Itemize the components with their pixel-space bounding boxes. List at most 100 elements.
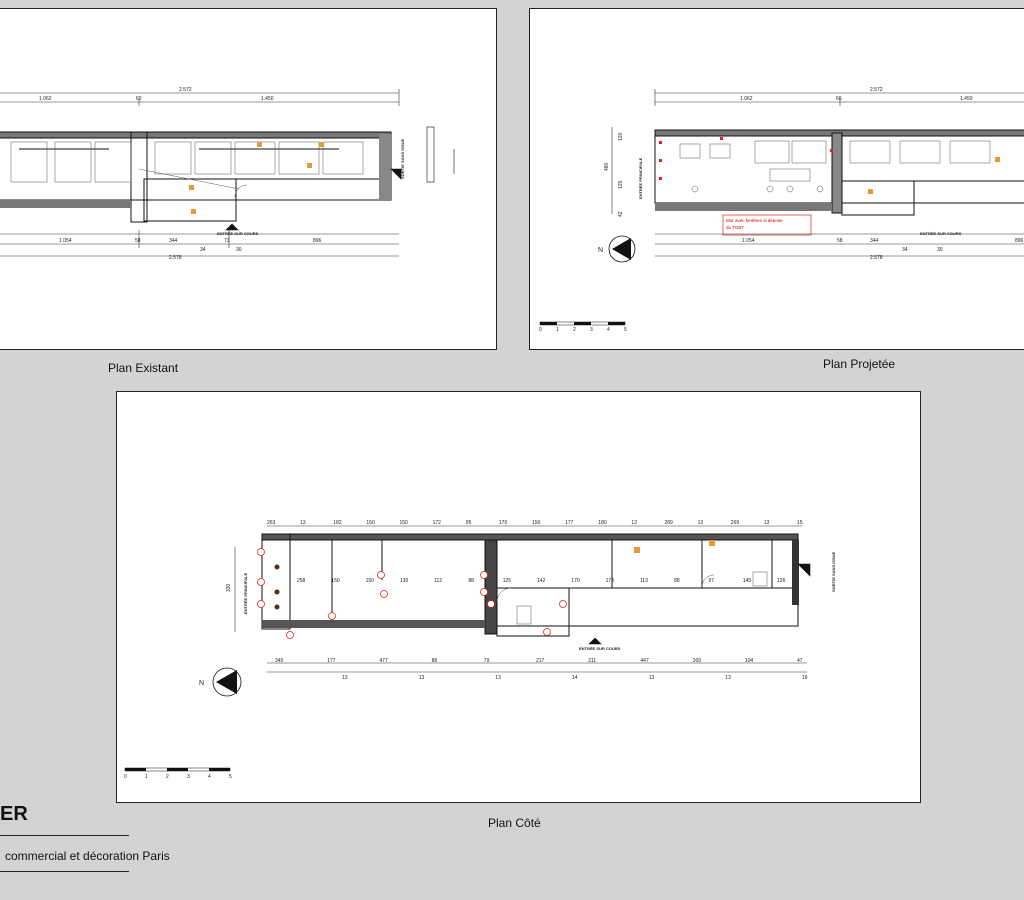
dim-top: 1.062 — [740, 96, 753, 102]
dim-label: 13 — [419, 675, 425, 681]
dim-label: 113 — [640, 578, 648, 584]
dim-label: 217 — [536, 658, 545, 664]
dim-label: 47 — [797, 658, 803, 664]
dim-label: 258 — [297, 578, 306, 584]
red-note-line: Mur avec fenêtres si dépose — [726, 218, 783, 223]
dim-label: 211 — [588, 658, 596, 664]
dim-total-top: 2.572 — [870, 87, 883, 93]
dim-label: 170 — [571, 578, 580, 584]
scale-tick: 0 — [539, 327, 542, 333]
north-label: N — [199, 680, 204, 687]
dim-side: 42 — [618, 211, 624, 217]
dim-top: 1.062 — [39, 96, 52, 102]
dim-bottom: 896 — [1015, 238, 1024, 244]
scale-tick: 5 — [624, 327, 627, 333]
dim-label: 13 — [300, 520, 306, 526]
dim-label: 177 — [327, 658, 336, 664]
dim-bottom: 30 — [236, 247, 242, 253]
dim-label: 182 — [333, 520, 342, 526]
dim-bottom: 344 — [870, 238, 879, 244]
dim-side: 480 — [604, 162, 610, 171]
dim-bottom: 344 — [169, 238, 178, 244]
scale-bar — [124, 767, 231, 772]
dim-label: 97 — [708, 578, 714, 584]
dim-label: 180 — [598, 520, 607, 526]
dim-label: 170 — [499, 520, 508, 526]
dim-bottom: 34 — [200, 247, 206, 253]
label-sortie: SORTIE SANS ISSUE — [831, 551, 836, 592]
scale-tick: 5 — [229, 774, 232, 780]
dim-label: 13 — [631, 520, 637, 526]
red-note-line: du TGBT — [726, 225, 744, 230]
dim-label: 126 — [777, 578, 786, 584]
label-entree-principale: ENTRÉE PRINCIPALE — [243, 572, 248, 614]
north-label: N — [598, 247, 603, 254]
dim-label: 150 — [532, 520, 541, 526]
scale-tick: 2 — [166, 774, 169, 780]
dim-bottom: 1.054 — [742, 238, 755, 244]
dim-label: 150 — [366, 520, 375, 526]
plan-existant-drawing: 2.572 1.062 60 1.450 — [0, 87, 455, 261]
dim-bottom: 1.054 — [59, 238, 72, 244]
dim-label: 150 — [366, 578, 375, 584]
divider — [0, 835, 129, 836]
dim-bottom: 73 — [224, 238, 230, 244]
dim-label: 263 — [267, 520, 276, 526]
dim-label: 150 — [400, 520, 409, 526]
dim-label: 13 — [725, 675, 731, 681]
dim-label: 13 — [649, 675, 655, 681]
dim-bottom: 58 — [135, 238, 141, 244]
scale-tick: 0 — [124, 774, 127, 780]
dim-label: 142 — [537, 578, 546, 584]
north-arrow-icon — [212, 667, 242, 697]
label-sortie: SORTIE SANS ISSUE — [400, 138, 405, 179]
dim-label: 269 — [731, 520, 740, 526]
label-entree-cours: ENTRÉE SUR COURS — [217, 231, 259, 236]
dim-side: 125 — [618, 180, 624, 189]
dim-left: 330 — [226, 583, 232, 592]
brand-name: ER — [0, 803, 28, 825]
dim-label: 447 — [640, 658, 649, 664]
scale-tick: 3 — [590, 327, 593, 333]
dim-label: 95 — [466, 520, 472, 526]
dim-label: 88 — [432, 658, 438, 664]
dim-label: 173 — [606, 578, 615, 584]
dim-label: 16 — [802, 675, 808, 681]
dim-bottom: 34 — [902, 247, 908, 253]
dim-label: 79 — [484, 658, 490, 664]
scale-tick: 4 — [208, 774, 211, 780]
label-entree-principale: ENTRÉE PRINCIPALE — [638, 157, 643, 199]
dim-label: 345 — [275, 658, 284, 664]
dim-top: 60 — [836, 96, 842, 102]
dim-bottom: 896 — [313, 238, 322, 244]
dim-label: 145 — [743, 578, 752, 584]
dim-label: 130 — [400, 578, 409, 584]
scale-tick: 2 — [573, 327, 576, 333]
caption-plan-projetee: Plan Projetée — [823, 357, 896, 371]
dim-bottom: 30 — [937, 247, 943, 253]
dim-label: 112 — [434, 578, 442, 584]
dim-top: 1.450 — [960, 96, 973, 102]
dim-total-top: 2.572 — [179, 87, 192, 93]
scale-tick: 1 — [556, 327, 559, 333]
dim-total-bottom: 2.578 — [169, 255, 182, 261]
dim-label: 14 — [572, 675, 578, 681]
label-entree-cours: ENTRÉE SUR COURS — [579, 646, 621, 651]
dim-bottom: 58 — [837, 238, 843, 244]
dim-top: 60 — [136, 96, 142, 102]
dim-top: 1.450 — [261, 96, 274, 102]
scale-bar — [539, 321, 626, 326]
dim-total-bottom: 2.578 — [870, 255, 883, 261]
north-arrow-icon — [608, 235, 636, 263]
label-entree-cours: ENTRÉE SUR COURS — [920, 231, 962, 236]
dim-label: 13 — [342, 675, 348, 681]
dim-label: 269 — [693, 658, 702, 664]
dim-label: 289 — [665, 520, 674, 526]
dim-label: 15 — [797, 520, 803, 526]
dim-side: 120 — [618, 132, 624, 141]
